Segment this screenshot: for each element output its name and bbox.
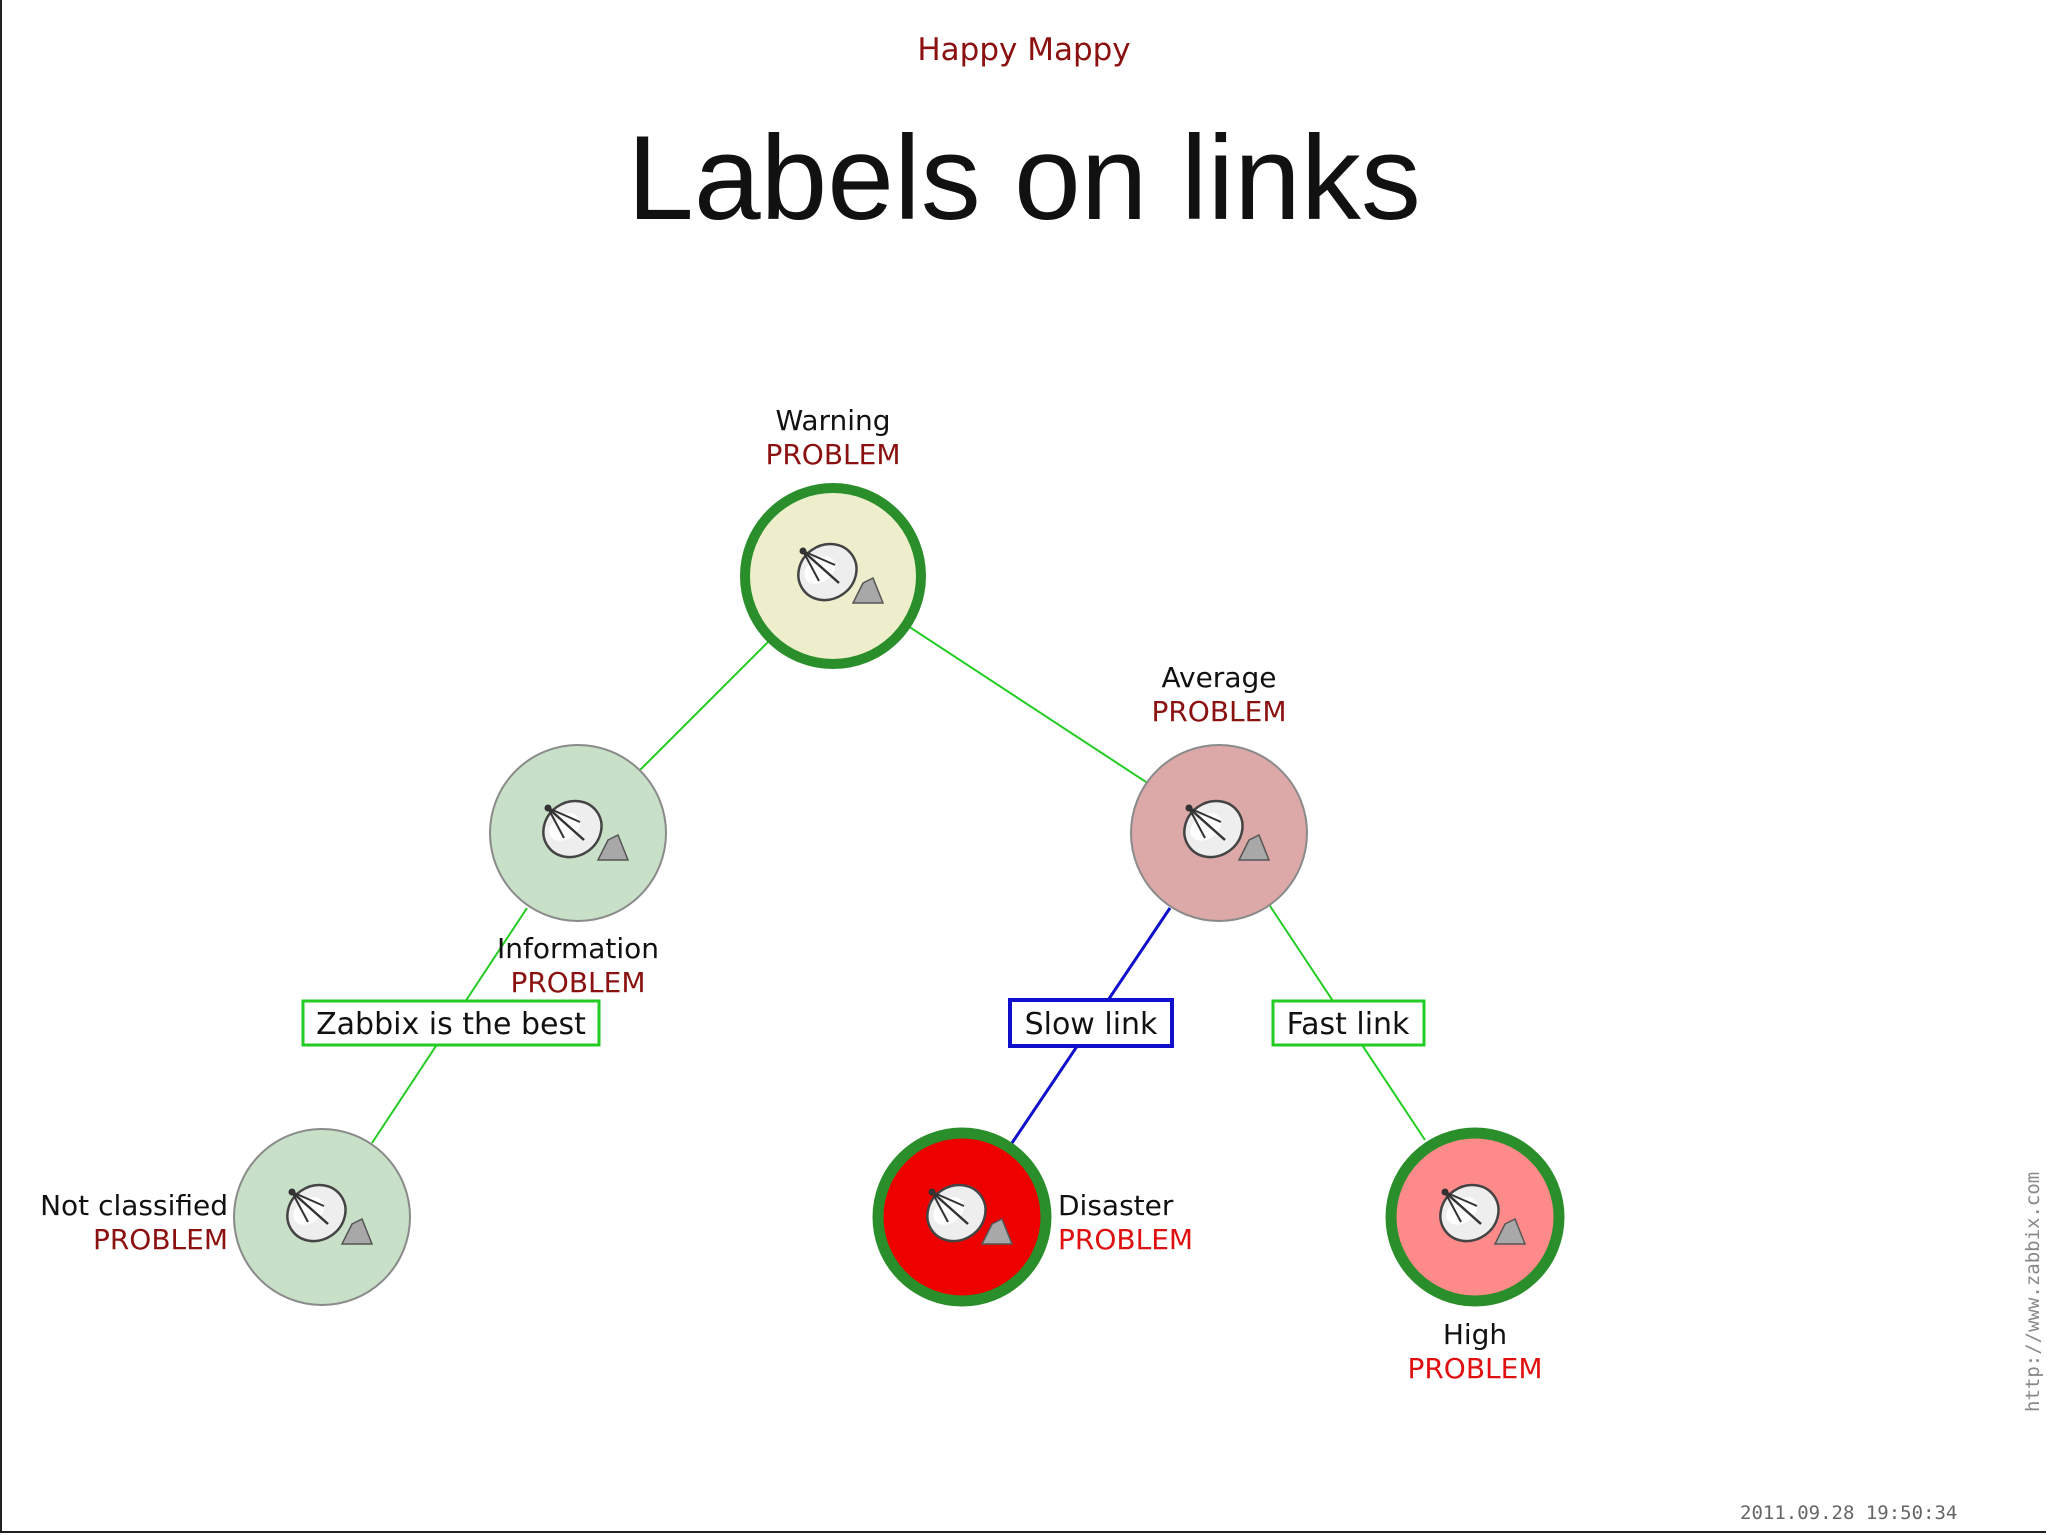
link-warning-information [639, 639, 771, 771]
link-warning-average [907, 625, 1147, 783]
map-node-average[interactable]: Average PROBLEM [1130, 661, 1308, 922]
link-label-text: Fast link [1287, 1007, 1410, 1042]
node-status: PROBLEM [1407, 1352, 1542, 1385]
node-name: High [1443, 1318, 1507, 1351]
zabbix-url: http://www.zabbix.com [2022, 1171, 2044, 1412]
node-status: PROBLEM [1151, 695, 1286, 728]
node-name: Information [497, 932, 659, 965]
node-name: Warning [775, 404, 890, 437]
map-node-high[interactable]: High PROBLEM [1385, 1127, 1565, 1385]
map-node-warning[interactable]: Warning PROBLEM [740, 404, 926, 669]
node-status: PROBLEM [93, 1223, 228, 1256]
link-label-text: Zabbix is the best [316, 1007, 586, 1042]
link-label-fast-link: Fast link [1271, 999, 1426, 1047]
node-status: PROBLEM [1058, 1223, 1193, 1256]
nodes-layer: Warning PROBLEM Information PROBLEM Aver… [40, 404, 1565, 1385]
node-name: Average [1162, 661, 1277, 694]
node-status: PROBLEM [765, 438, 900, 471]
map-node-information[interactable]: Information PROBLEM [489, 744, 667, 999]
link-label-zabbix-is-the-best: Zabbix is the best [301, 999, 601, 1047]
map-node-not-classified[interactable]: Not classified PROBLEM [40, 1128, 411, 1306]
node-status: PROBLEM [510, 966, 645, 999]
slide-title: Labels on links [627, 111, 1421, 245]
link-label-slow-link: Slow link [1008, 998, 1174, 1048]
map-title: Happy Mappy [917, 32, 1131, 68]
link-label-text: Slow link [1025, 1007, 1158, 1042]
map-timestamp: 2011.09.28 19:50:34 [1740, 1502, 1958, 1524]
link-labels-layer: Zabbix is the best Slow link Fast link [301, 998, 1426, 1048]
node-name: Disaster [1058, 1189, 1174, 1222]
node-name: Not classified [40, 1189, 228, 1222]
map-node-disaster[interactable]: Disaster PROBLEM [872, 1127, 1193, 1307]
